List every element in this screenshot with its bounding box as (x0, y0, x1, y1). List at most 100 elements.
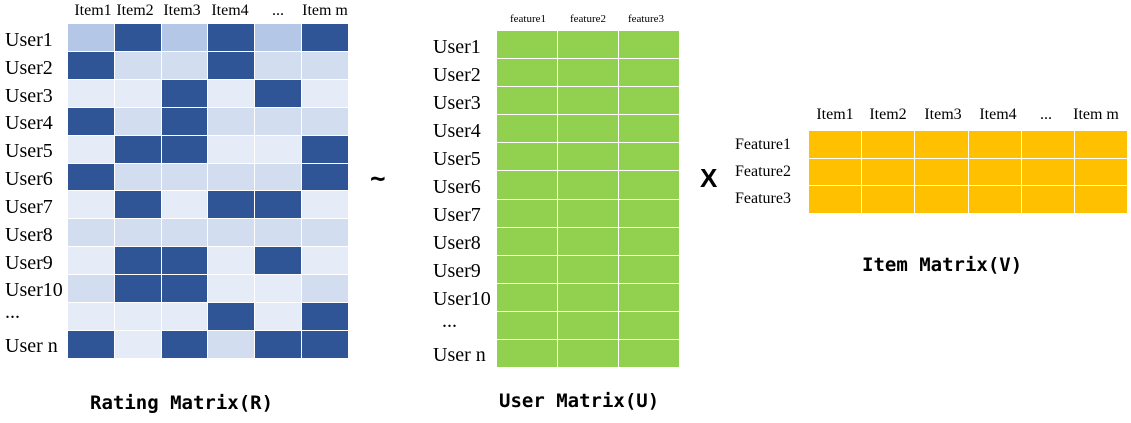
user-matrix-cell (558, 339, 618, 367)
user-matrix-cell (558, 227, 618, 255)
rating-matrix-cell (114, 303, 161, 331)
user-matrix-title: User Matrix(U) (499, 390, 660, 412)
rating-matrix-row-label: User6 (5, 168, 53, 191)
item-matrix-column-label: Item m (1073, 106, 1119, 123)
rating-matrix-cell (255, 191, 302, 219)
rating-matrix-cell (208, 163, 255, 191)
item-matrix-cell (809, 158, 862, 186)
user-matrix-cell (497, 255, 557, 283)
user-matrix-row-label: User3 (433, 92, 481, 114)
rating-matrix-cell (255, 331, 302, 358)
rating-matrix-cell (255, 135, 302, 163)
user-matrix-row-label: ... (442, 310, 457, 332)
rating-matrix-cell (68, 51, 114, 79)
rating-matrix-cell (161, 51, 208, 79)
rating-matrix-cell (208, 135, 255, 163)
user-matrix-cell (558, 59, 618, 87)
user-matrix-cell (558, 115, 618, 143)
rating-matrix-cell (208, 79, 255, 107)
rating-matrix-cell (114, 331, 161, 358)
rating-matrix-cell (255, 79, 302, 107)
rating-matrix-cell (255, 303, 302, 331)
item-matrix-cell (968, 131, 1021, 158)
rating-matrix-cell (68, 275, 114, 303)
rating-matrix-cell (208, 107, 255, 135)
user-matrix-cell (619, 87, 679, 115)
user-matrix-cell (497, 311, 557, 339)
rating-matrix-cell (208, 331, 255, 358)
item-matrix-cell (862, 186, 915, 213)
user-matrix-cell (497, 171, 557, 199)
rating-matrix-cell (161, 275, 208, 303)
item-matrix-row-label: Feature2 (735, 163, 791, 180)
rating-matrix-cell (302, 163, 348, 191)
item-matrix-cell (1021, 131, 1074, 158)
rating-matrix-cell (114, 79, 161, 107)
item-matrix-cell (809, 131, 862, 158)
user-matrix-cell (497, 59, 557, 87)
rating-matrix-cell (114, 275, 161, 303)
user-matrix-cell (497, 143, 557, 171)
user-matrix-cell (619, 171, 679, 199)
item-matrix-cell (1074, 131, 1127, 158)
user-matrix-cell (619, 255, 679, 283)
user-matrix-cell (558, 31, 618, 59)
rating-matrix-cell (208, 219, 255, 247)
user-matrix-row-label: User8 (433, 232, 481, 254)
user-matrix-cell (619, 227, 679, 255)
user-matrix-cell (558, 311, 618, 339)
rating-matrix-cell (114, 163, 161, 191)
rating-matrix-cell (208, 191, 255, 219)
rating-matrix-cell (302, 331, 348, 358)
rating-matrix-cell (68, 331, 114, 358)
user-matrix-cell (497, 339, 557, 367)
rating-matrix-column-label: ... (272, 2, 284, 19)
user-matrix-cell (619, 31, 679, 59)
user-matrix-row-label: User1 (433, 36, 481, 58)
rating-matrix-cell (68, 163, 114, 191)
rating-matrix-row-label: User9 (5, 251, 53, 274)
user-matrix-cell (558, 171, 618, 199)
user-matrix-row-label: User5 (433, 148, 481, 170)
user-matrix-row-label: User6 (433, 176, 481, 198)
user-matrix-cell (497, 199, 557, 227)
rating-matrix-grid (68, 24, 348, 358)
user-matrix-cell (497, 115, 557, 143)
item-matrix-grid (809, 131, 1127, 213)
user-matrix-cell (619, 143, 679, 171)
rating-matrix-row-label: User2 (5, 56, 53, 79)
rating-matrix-cell (68, 24, 114, 51)
item-matrix-cell (1021, 158, 1074, 186)
item-matrix-cell (1074, 158, 1127, 186)
item-matrix-cell (862, 131, 915, 158)
item-matrix-column-label: Item3 (924, 106, 962, 123)
item-matrix-cell (915, 131, 968, 158)
rating-matrix-cell (255, 51, 302, 79)
rating-matrix-cell (255, 219, 302, 247)
rating-matrix-cell (68, 107, 114, 135)
user-matrix-row-label: User7 (433, 204, 481, 226)
rating-matrix-cell (161, 191, 208, 219)
rating-matrix-cell (302, 135, 348, 163)
user-matrix-cell (558, 87, 618, 115)
user-matrix-grid (497, 31, 679, 367)
item-matrix-column-label: ... (1040, 106, 1052, 123)
rating-matrix-cell (114, 191, 161, 219)
item-matrix-cell (968, 186, 1021, 213)
rating-matrix-column-label: Item1 (74, 2, 112, 19)
rating-matrix-row-label: User3 (5, 84, 53, 107)
rating-matrix-cell (68, 79, 114, 107)
item-matrix-cell (809, 186, 862, 213)
user-matrix-cell (497, 87, 557, 115)
item-matrix-cell (915, 158, 968, 186)
rating-matrix-row-label: User10 (5, 279, 63, 302)
user-matrix-cell (619, 339, 679, 367)
item-matrix-row-label: Feature1 (735, 135, 791, 153)
user-matrix-cell (619, 311, 679, 339)
rating-matrix-column-label: Item4 (211, 2, 249, 19)
rating-matrix-cell (302, 107, 348, 135)
rating-matrix-cell (302, 247, 348, 275)
rating-matrix-column-label: Item2 (116, 2, 154, 19)
item-matrix-row-label: Feature3 (735, 190, 791, 208)
rating-matrix-row-label: User7 (5, 195, 53, 218)
